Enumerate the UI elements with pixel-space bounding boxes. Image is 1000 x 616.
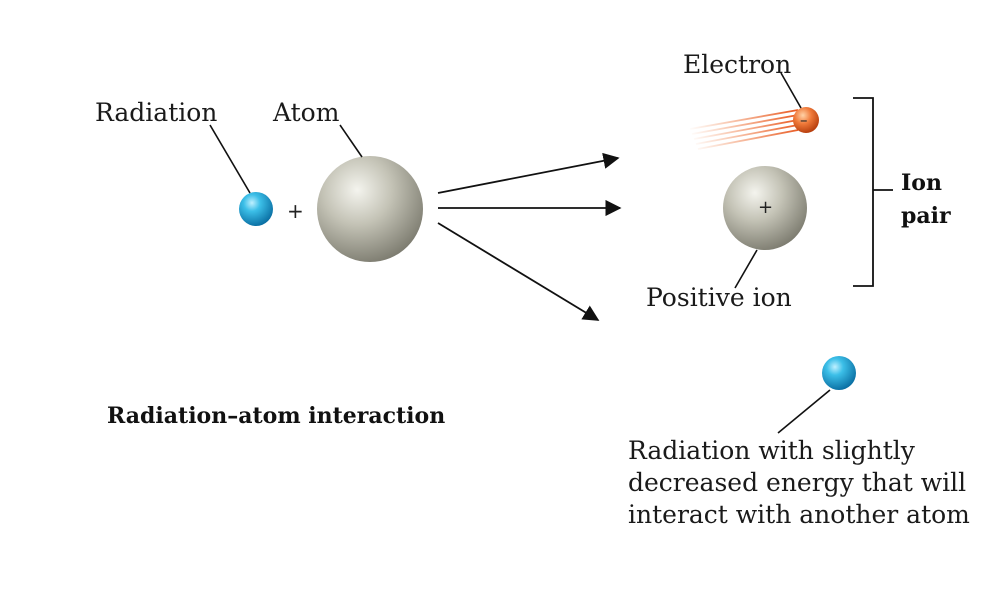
electron-leader-line xyxy=(780,72,802,109)
atom-sphere xyxy=(317,156,423,262)
scattered-radiation-label-line2: decreased energy that will xyxy=(628,468,966,497)
diagram-title: Radiation–atom interaction xyxy=(107,403,445,429)
scattered-radiation xyxy=(655,356,856,390)
scattered-radiation-particle xyxy=(822,356,856,390)
radiation-leader-line xyxy=(209,124,251,194)
scattered-radiation-label-line3: interact with another atom xyxy=(628,500,970,529)
ion-pair-label-line1: Ion xyxy=(901,170,942,196)
atom-leader-line xyxy=(339,124,363,158)
incoming-radiation xyxy=(55,192,273,226)
electron-charge-sign: – xyxy=(800,111,808,129)
radiation-label: Radiation xyxy=(95,98,217,127)
electron-particle xyxy=(793,107,819,133)
electron-trail xyxy=(689,109,799,150)
ion-charge-sign: + xyxy=(758,197,773,218)
arrow-to-scattered-radiation xyxy=(437,222,600,321)
plus-sign: + xyxy=(287,199,304,223)
scattered-radiation-leader-line xyxy=(777,389,831,434)
positive-ion-sphere xyxy=(723,166,807,250)
radiation-particle xyxy=(239,192,273,226)
positive-ion-label: Positive ion xyxy=(646,283,792,312)
arrow-to-electron xyxy=(437,152,620,194)
positive-ion-leader-line xyxy=(734,249,758,289)
electron: – xyxy=(689,107,819,150)
scattered-radiation-trail xyxy=(655,360,832,387)
radiation-trail xyxy=(55,197,248,224)
atom-label: Atom xyxy=(272,98,340,127)
scattered-radiation-label-line1: Radiation with slightly xyxy=(628,436,916,465)
ion-pair-label-line2: pair xyxy=(901,203,951,229)
ion-pair-bracket xyxy=(853,97,874,287)
electron-label: Electron xyxy=(683,50,791,79)
